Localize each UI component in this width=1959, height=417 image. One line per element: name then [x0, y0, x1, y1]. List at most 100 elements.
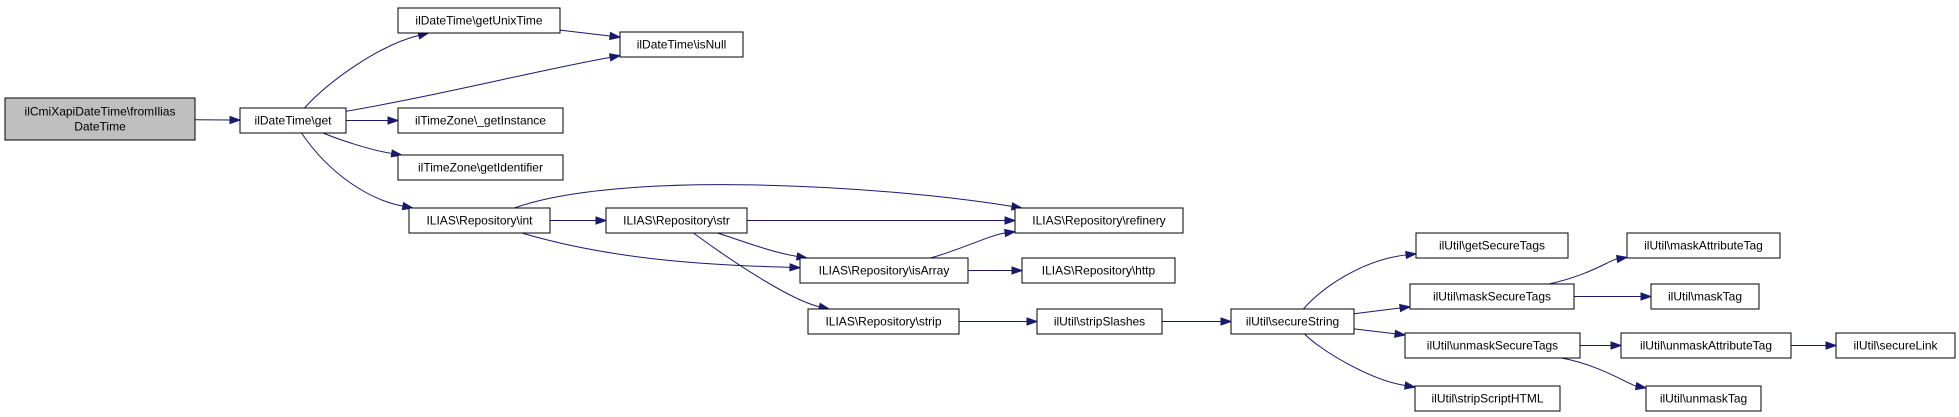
node-ilias-repository-strip[interactable]: ILIAS\Repository\strip	[807, 308, 960, 335]
node-iltimezone-getidentifier[interactable]: ilTimeZone\getIdentifier	[397, 154, 564, 181]
node-box	[397, 7, 561, 34]
node-iltimezone-getinstance[interactable]: ilTimeZone\_getInstance	[397, 107, 564, 134]
node-box	[1021, 257, 1176, 284]
edge-line	[521, 232, 791, 268]
arrow-head	[1825, 341, 1838, 350]
node-box	[619, 31, 744, 58]
node-box	[605, 207, 748, 234]
edge-n13-n15	[1353, 303, 1412, 315]
arrow-head	[1220, 317, 1233, 326]
node-label: ilUtil\maskTag	[1668, 290, 1742, 304]
edge-n6-n7	[550, 216, 608, 225]
node-label: ilUtil\maskAttributeTag	[1644, 239, 1763, 253]
node-ilias-repository-http[interactable]: ILIAS\Repository\http	[1021, 257, 1176, 284]
node-ilutil-unmasksecuretags[interactable]: ilUtil\unmaskSecureTags	[1404, 332, 1581, 359]
node-ilutil-stripscripthtml[interactable]: ilUtil\stripScriptHTML	[1414, 385, 1561, 412]
node-ilutil-unmaskattributetag[interactable]: ilUtil\unmaskAttributeTag	[1620, 332, 1792, 359]
edge-n11-n12	[959, 317, 1039, 326]
node-box	[1645, 385, 1762, 412]
edge-n15-n19	[1574, 292, 1653, 301]
arrow-head	[1640, 292, 1653, 301]
edge-n6-n8	[514, 184, 1024, 211]
edge-line	[1353, 307, 1401, 315]
node-ilias-repository-str[interactable]: ILIAS\Repository\str	[605, 207, 748, 234]
node-label: ilUtil\maskSecureTags	[1433, 290, 1551, 304]
node-label: DateTime	[74, 120, 126, 134]
node-label: ILIAS\Repository\http	[1042, 264, 1156, 278]
edge-line	[322, 132, 392, 154]
node-box	[1626, 232, 1781, 259]
edge-n1-n2	[304, 31, 430, 109]
node-label: ilTimeZone\getIdentifier	[418, 161, 543, 175]
arrow-head	[1011, 266, 1024, 275]
arrow-head	[609, 31, 622, 41]
node-ilutil-unmasktag[interactable]: ilUtil\unmaskTag	[1645, 385, 1762, 412]
node-ildatetime-get[interactable]: ilDateTime\get	[239, 107, 347, 134]
arrow-head	[595, 216, 608, 225]
node-box	[807, 308, 960, 335]
node-ilias-repository-isarray[interactable]: ILIAS\Repository\isArray	[799, 257, 969, 284]
edge-line	[1353, 328, 1396, 335]
edge-line	[559, 29, 611, 37]
arrow-head	[1004, 228, 1017, 238]
node-label: ilUtil\unmaskTag	[1660, 392, 1747, 406]
node-ildatetime-isnull[interactable]: ilDateTime\isNull	[619, 31, 744, 58]
arrow-head	[1634, 381, 1648, 391]
edge-n13-n17	[1304, 333, 1417, 390]
arrow-head	[1394, 329, 1407, 338]
node-ilias-repository-int[interactable]: ILIAS\Repository\int	[408, 207, 551, 234]
node-box	[1620, 332, 1792, 359]
node-box	[1415, 232, 1569, 259]
node-label: ilDateTime\isNull	[637, 38, 727, 52]
arrow-head	[1405, 250, 1418, 260]
node-ilias-repository-refinery[interactable]: ILIAS\Repository\refinery	[1014, 207, 1184, 234]
node-ilutil-masktag[interactable]: ilUtil\maskTag	[1650, 283, 1760, 310]
edge-line	[1548, 258, 1618, 285]
edge-n2-n3	[559, 29, 622, 41]
node-ilutil-getsecuretags[interactable]: ilUtil\getSecureTags	[1415, 232, 1569, 259]
edge-n15-n18	[1548, 254, 1629, 285]
node-box	[397, 107, 564, 134]
edge-n16-n20	[1580, 341, 1623, 350]
node-label: ilUtil\unmaskSecureTags	[1427, 339, 1558, 353]
node-box	[1014, 207, 1184, 234]
edge-n7-n9	[717, 232, 809, 261]
node-ilutil-maskattributetag[interactable]: ilUtil\maskAttributeTag	[1626, 232, 1781, 259]
node-box	[1036, 308, 1163, 335]
edge-line	[930, 232, 1006, 259]
arrow-head	[387, 116, 400, 125]
edge-n1-n6	[301, 132, 415, 211]
node-ilutil-securelink[interactable]: ilUtil\secureLink	[1835, 332, 1956, 359]
edge-n1-n5	[322, 132, 404, 158]
node-box	[4, 97, 196, 141]
node-box	[1650, 283, 1760, 310]
node-ildatetime-getunixtime[interactable]: ilDateTime\getUnixTime	[397, 7, 561, 34]
edge-n7-n8	[747, 216, 1017, 225]
node-label: ilUtil\stripScriptHTML	[1431, 392, 1543, 406]
edge-n12-n13	[1162, 317, 1233, 326]
node-box	[1404, 332, 1581, 359]
arrow-head	[1026, 317, 1039, 326]
arrow-head	[1615, 254, 1629, 264]
node-label: ilTimeZone\_getInstance	[415, 114, 546, 128]
edges-layer	[194, 29, 1838, 391]
node-label: ILIAS\Repository\isArray	[819, 264, 950, 278]
node-ilutil-securestring[interactable]: ilUtil\secureString	[1230, 308, 1355, 335]
node-box	[408, 207, 551, 234]
edge-n6-n9	[521, 232, 802, 272]
edge-n16-n21	[1561, 357, 1648, 391]
edge-line	[514, 184, 1013, 209]
node-label: ILIAS\Repository\int	[426, 214, 533, 228]
node-label: ilCmiXapiDateTime\fromIlias	[25, 105, 176, 119]
edge-n20-n22	[1791, 341, 1838, 350]
node-ilutil-masksecuretags[interactable]: ilUtil\maskSecureTags	[1409, 283, 1575, 310]
node-box	[799, 257, 969, 284]
node-box	[1835, 332, 1956, 359]
node-ilutil-stripslashes[interactable]: ilUtil\stripSlashes	[1036, 308, 1163, 335]
edge-line	[301, 132, 403, 207]
node-box	[1414, 385, 1561, 412]
edge-line	[717, 232, 798, 257]
